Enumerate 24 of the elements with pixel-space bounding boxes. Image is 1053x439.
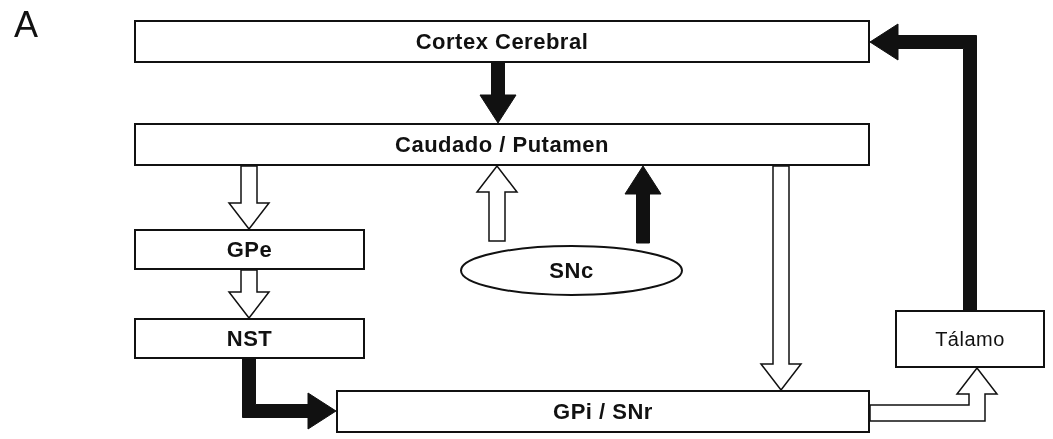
arrow	[227, 269, 271, 320]
arrow	[475, 164, 519, 242]
arrow	[227, 165, 271, 231]
node-label: GPi / SNr	[553, 398, 653, 425]
arrow	[869, 23, 977, 311]
nucleus-box	[336, 390, 870, 433]
node-label: NST	[226, 325, 273, 352]
arrow	[242, 358, 337, 430]
arrow	[759, 165, 803, 392]
nucleus-box	[134, 318, 365, 359]
arrow	[479, 62, 517, 124]
panel-letter: A	[14, 4, 38, 46]
node-label: Tálamo	[935, 327, 1005, 351]
node-label: SNc	[549, 257, 594, 284]
nucleus-box	[895, 310, 1045, 368]
node-label: GPe	[226, 236, 273, 263]
arrow	[624, 165, 662, 244]
node-label: Caudado / Putamen	[395, 131, 609, 158]
arrow	[869, 366, 999, 422]
nucleus-box	[134, 20, 870, 63]
nucleus-box	[134, 123, 870, 166]
nucleus-oval	[460, 245, 683, 296]
nucleus-box	[134, 229, 365, 270]
node-label: Cortex Cerebral	[415, 28, 589, 55]
